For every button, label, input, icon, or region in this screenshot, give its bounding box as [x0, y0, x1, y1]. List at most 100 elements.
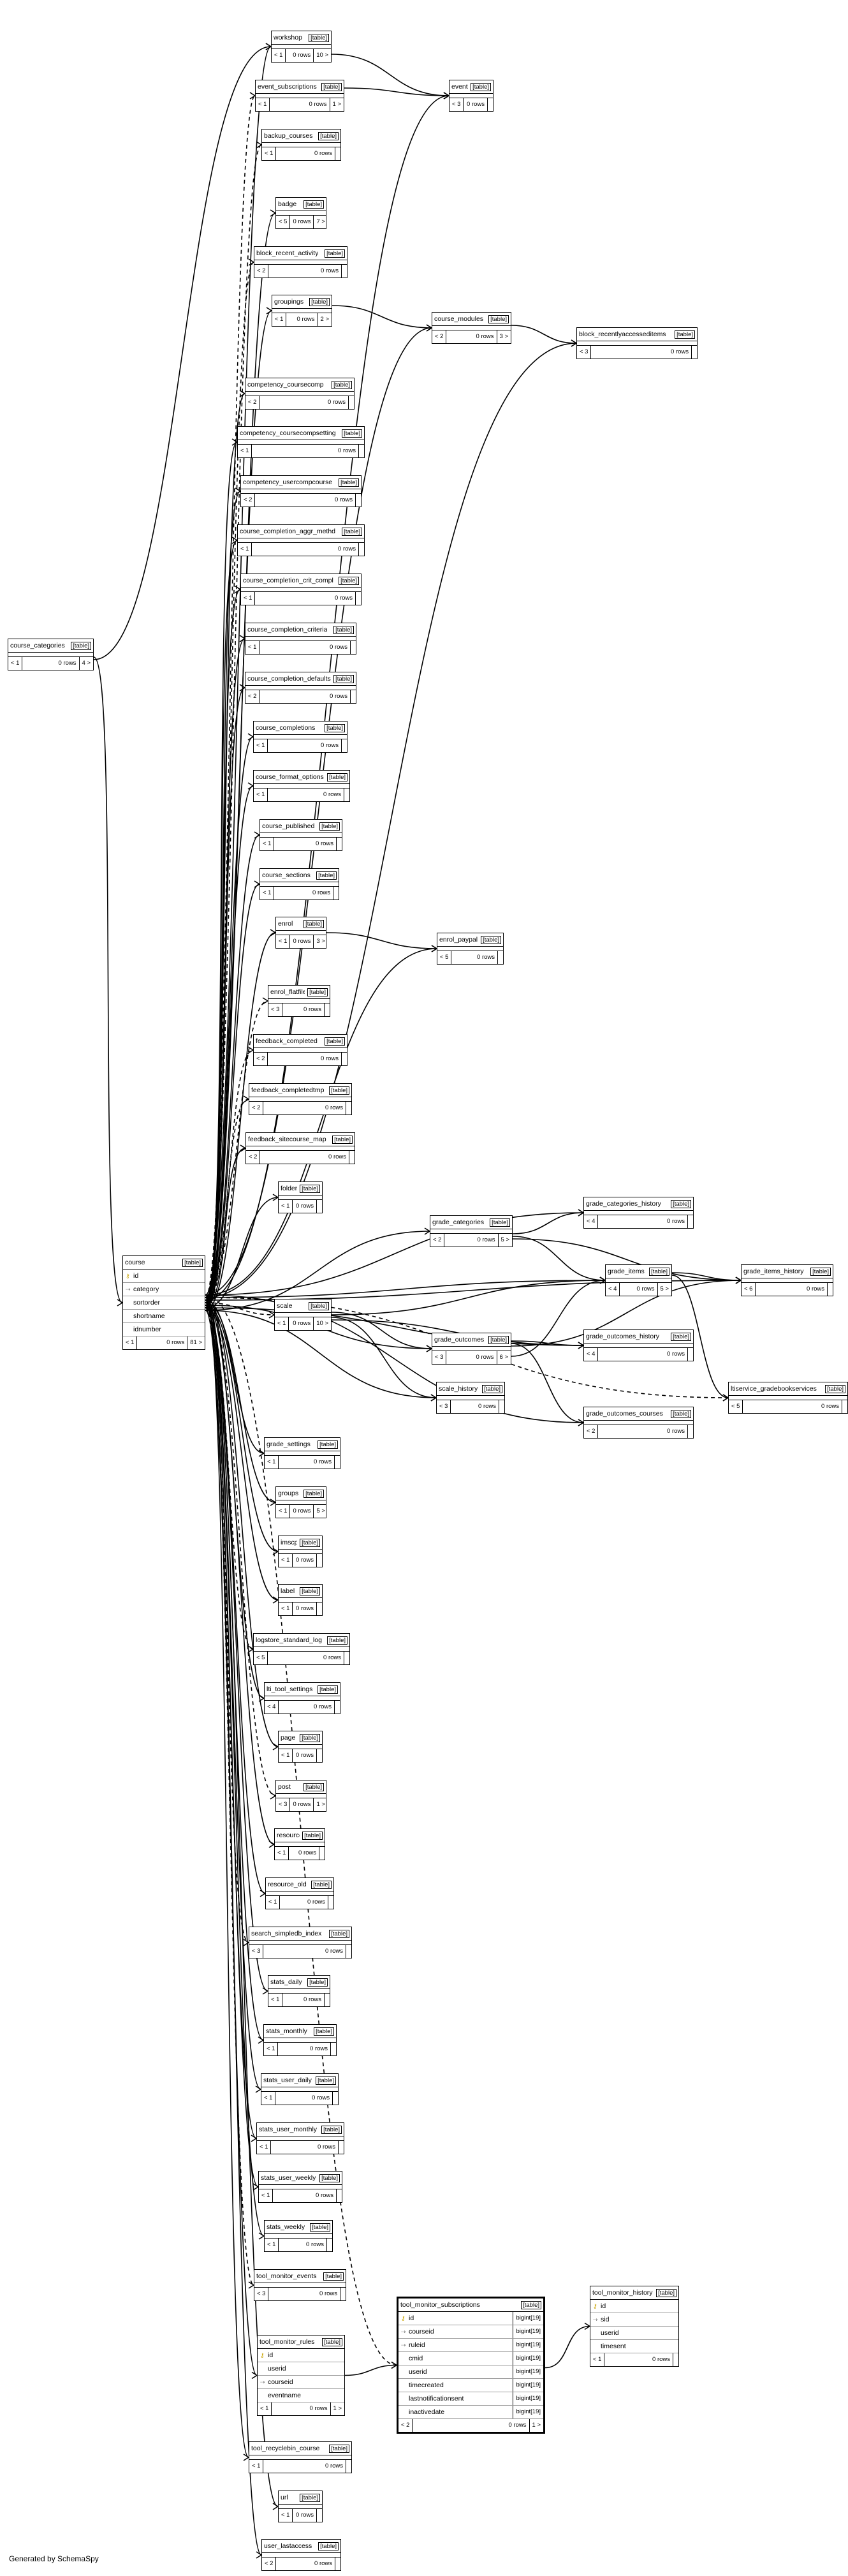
children-count[interactable] [331, 2043, 336, 2055]
parents-count[interactable]: < 6 [742, 1283, 756, 1296]
children-count[interactable]: 5 > [501, 1236, 509, 1243]
parents-count[interactable]: < 1 [245, 641, 260, 654]
children-count[interactable] [335, 1456, 340, 1469]
table-column[interactable]: userid [590, 2327, 678, 2340]
children-count[interactable] [333, 887, 339, 899]
parents-count[interactable]: < 3 [450, 98, 464, 111]
children-count[interactable] [337, 838, 342, 850]
table-resource[interactable]: resource[table]< 10 rows [274, 1828, 325, 1860]
parents-count[interactable]: < 1 [264, 2043, 279, 2055]
parents-count[interactable]: < 1 [238, 543, 252, 556]
table-column[interactable]: ⚷id [590, 2300, 678, 2313]
parents-count[interactable]: < 2 [245, 396, 260, 409]
parents-count[interactable]: < 2 [398, 2419, 413, 2432]
children-count[interactable] [344, 1652, 349, 1664]
children-count[interactable]: 6 > [499, 1354, 508, 1361]
parents-count[interactable]: < 3 [276, 1798, 291, 1811]
parents-count[interactable]: < 3 [268, 1003, 283, 1016]
children-count[interactable] [359, 543, 364, 556]
parents-count[interactable]: < 1 [241, 592, 256, 605]
children-count[interactable] [346, 1102, 351, 1114]
children-count[interactable]: 10 > [316, 1320, 328, 1327]
children-count[interactable] [349, 396, 354, 409]
table-column[interactable]: ⇢category [123, 1283, 205, 1296]
parents-count[interactable]: < 1 [8, 657, 23, 670]
children-count[interactable]: 4 > [82, 660, 91, 667]
parents-count[interactable]: < 3 [437, 1400, 451, 1413]
children-count[interactable]: 5 > [316, 1507, 325, 1514]
parents-count[interactable]: < 2 [254, 1053, 268, 1065]
children-count[interactable] [828, 1283, 833, 1296]
parents-count[interactable]: < 1 [254, 739, 268, 752]
table-column[interactable]: ⚷id [258, 2349, 344, 2362]
children-count[interactable] [688, 1348, 693, 1361]
children-count[interactable]: 7 > [316, 218, 325, 225]
children-count[interactable]: 5 > [660, 1285, 669, 1292]
parents-count[interactable]: < 2 [262, 2557, 277, 2570]
children-count[interactable] [327, 2239, 332, 2251]
children-count[interactable] [356, 494, 361, 507]
parents-count[interactable]: < 1 [260, 838, 275, 850]
parents-count[interactable]: < 2 [432, 330, 447, 343]
children-count[interactable]: 3 > [316, 938, 325, 945]
children-count[interactable] [488, 98, 493, 111]
children-count[interactable] [317, 2509, 322, 2522]
parents-count[interactable]: < 1 [238, 445, 252, 457]
children-count[interactable] [346, 2460, 351, 2473]
parents-count[interactable]: < 1 [279, 1749, 293, 1762]
parents-count[interactable]: < 1 [257, 2141, 272, 2154]
parents-count[interactable]: < 4 [584, 1348, 599, 1361]
parents-count[interactable]: < 2 [584, 1425, 599, 1438]
children-count[interactable]: 1 > [316, 1801, 325, 1808]
parents-count[interactable]: < 1 [254, 788, 268, 801]
parents-count[interactable]: < 3 [249, 1945, 264, 1958]
parents-count[interactable]: < 1 [259, 2189, 274, 2202]
children-count[interactable] [335, 1701, 340, 1714]
parents-count[interactable]: < 1 [265, 2239, 279, 2251]
children-count[interactable] [335, 2557, 340, 2570]
parents-count[interactable]: < 5 [276, 216, 291, 228]
parents-count[interactable]: < 1 [275, 1317, 289, 1330]
children-count[interactable]: 1 > [333, 2405, 342, 2412]
children-count[interactable]: 1 > [532, 2422, 541, 2429]
parents-count[interactable]: < 2 [246, 1151, 261, 1164]
parents-count[interactable]: < 2 [254, 265, 269, 278]
parents-count[interactable]: < 1 [275, 1847, 289, 1860]
children-count[interactable] [688, 1215, 693, 1228]
parents-count[interactable]: < 3 [577, 346, 592, 359]
parents-count[interactable]: < 1 [279, 1554, 293, 1567]
children-count[interactable] [325, 1003, 330, 1016]
children-count[interactable] [339, 2141, 344, 2154]
